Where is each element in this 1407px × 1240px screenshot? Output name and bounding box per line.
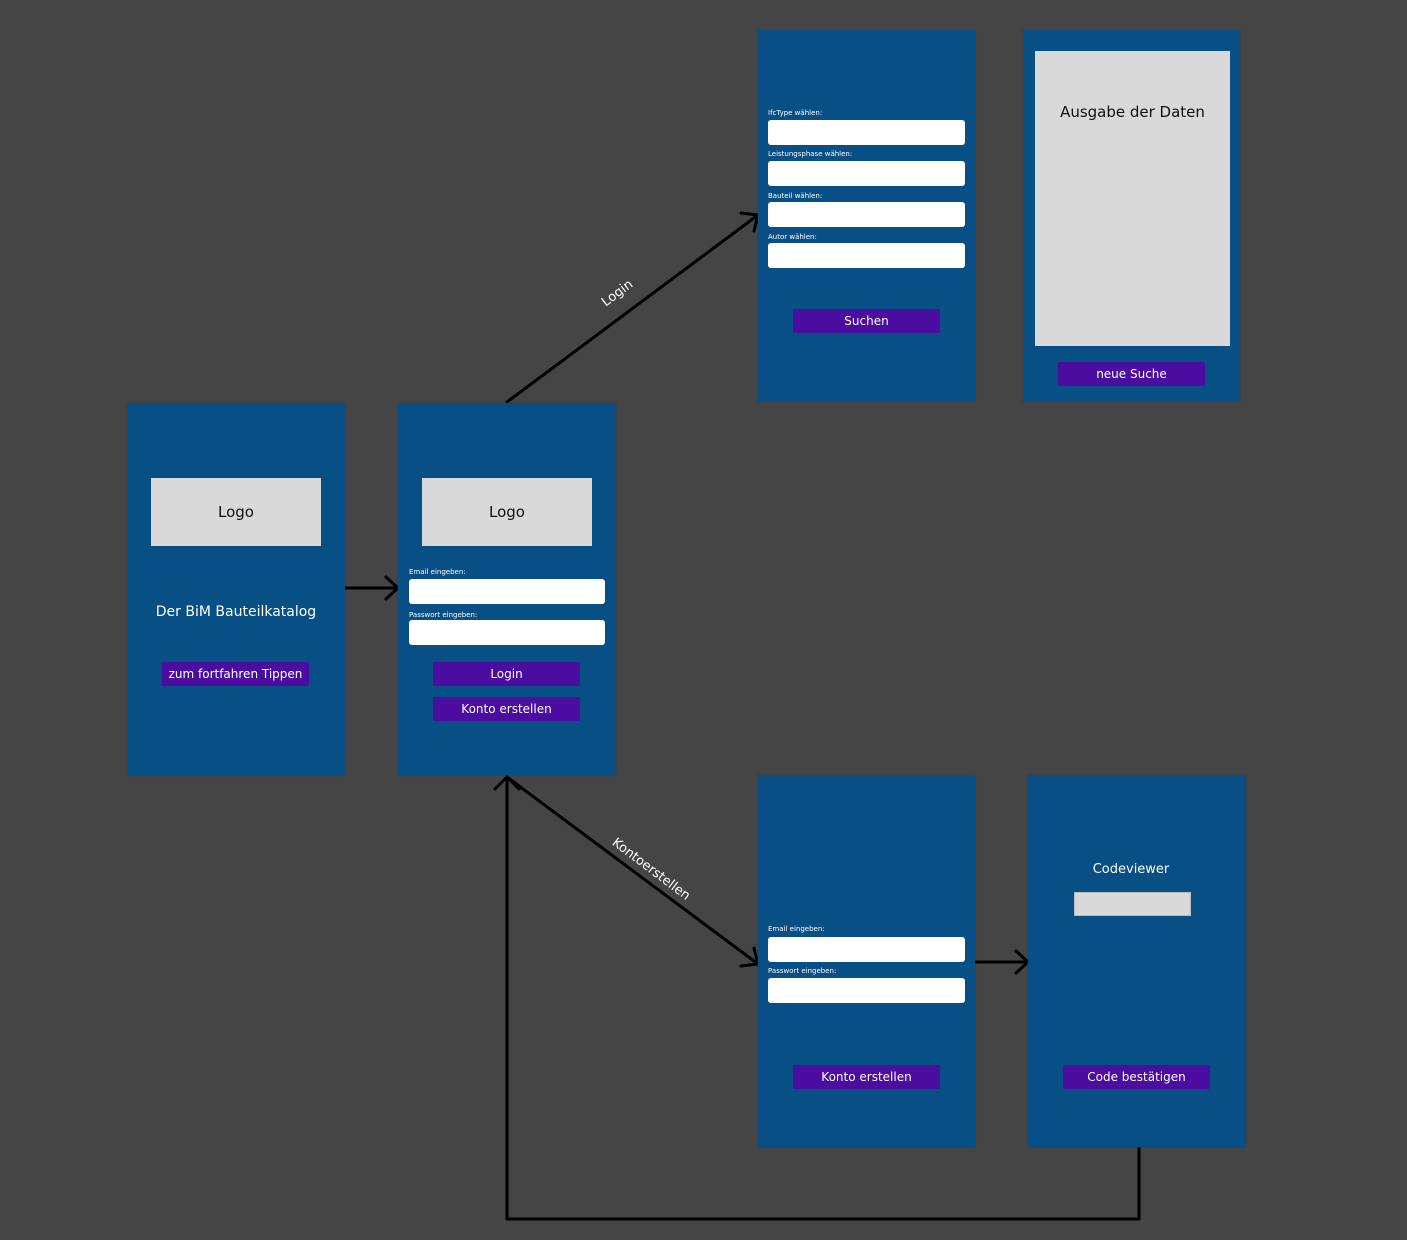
arrow-login-to-register — [505, 775, 760, 966]
login-password-field[interactable] — [409, 620, 605, 645]
splash-screen: Logo Der BiM Bauteilkatalog zum fortfahr… — [127, 403, 345, 775]
register-password-field[interactable] — [768, 978, 965, 1003]
register-email-label: Email eingeben: — [768, 925, 825, 933]
codeviewer-title: Codeviewer — [1092, 862, 1170, 877]
connector-label-login: Login — [599, 276, 637, 311]
create-account-button[interactable]: Konto erstellen — [433, 697, 580, 721]
search-button[interactable]: Suchen — [793, 309, 940, 333]
continue-button[interactable]: zum fortfahren Tippen — [162, 662, 309, 686]
arrow-login-to-search — [505, 213, 760, 404]
ifctype-field[interactable] — [768, 120, 965, 145]
data-output-panel: Ausgabe der Daten — [1035, 51, 1230, 346]
login-email-field[interactable] — [409, 579, 605, 604]
connector-label-register: Kontoerstellen — [608, 835, 693, 904]
ifctype-label: IfcType wählen: — [768, 109, 823, 117]
arrowhead-login-to-register — [739, 946, 760, 968]
arrowhead-code-to-login — [493, 775, 521, 791]
login-email-label: Email eingeben: — [409, 568, 466, 576]
new-search-button[interactable]: neue Suche — [1058, 362, 1205, 386]
register-button[interactable]: Konto erstellen — [793, 1065, 940, 1089]
login-screen: Logo Email eingeben: Passwort eingeben: … — [398, 403, 616, 775]
splash-logo: Logo — [151, 478, 321, 546]
code-input-box[interactable] — [1074, 892, 1191, 916]
confirm-code-button[interactable]: Code bestätigen — [1063, 1065, 1210, 1089]
search-screen: IfcType wählen: Leistungsphase wählen: B… — [758, 30, 975, 402]
login-password-label: Passwort eingeben: — [409, 611, 478, 619]
login-logo: Logo — [422, 478, 592, 546]
component-field[interactable] — [768, 202, 965, 227]
results-screen: Ausgabe der Daten neue Suche — [1023, 30, 1240, 402]
component-label: Bauteil wählen: — [768, 192, 823, 200]
author-field[interactable] — [768, 243, 965, 268]
register-screen: Email eingeben: Passwort eingeben: Konto… — [758, 775, 975, 1147]
arrowhead-splash-to-login — [384, 575, 400, 601]
code-screen: Codeviewer Code bestätigen — [1028, 775, 1246, 1147]
login-button[interactable]: Login — [433, 662, 580, 686]
register-password-label: Passwort eingeben: — [768, 967, 837, 975]
arrowhead-login-to-search — [739, 211, 760, 233]
arrowhead-register-to-code — [1014, 949, 1030, 975]
author-label: Autor wählen: — [768, 233, 817, 241]
phase-label: Leistungsphase wählen: — [768, 150, 853, 158]
phase-field[interactable] — [768, 161, 965, 186]
splash-title: Der BiM Bauteilkatalog — [155, 604, 317, 620]
register-email-field[interactable] — [768, 937, 965, 962]
